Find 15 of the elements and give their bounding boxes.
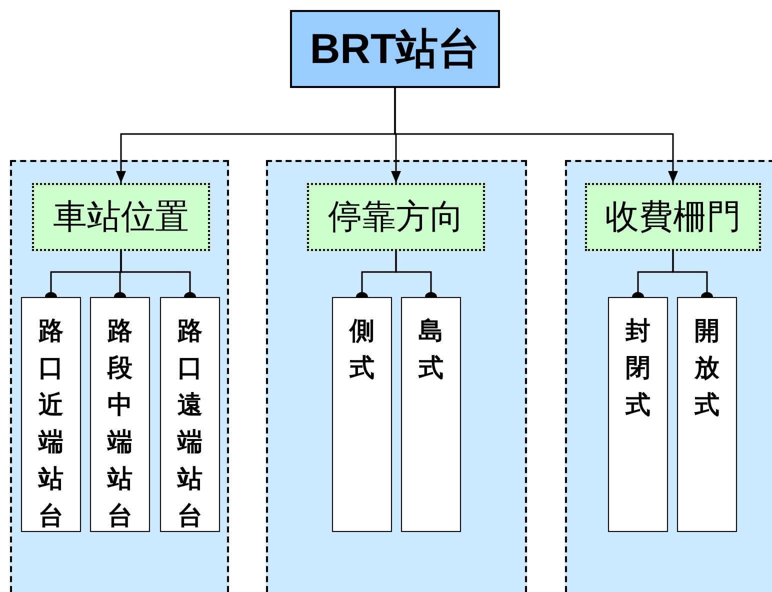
item-box: 側式 — [332, 297, 392, 532]
item-box: 開放式 — [677, 297, 737, 532]
item-box: 路口近端站台 — [21, 297, 81, 532]
category-box: 收費柵門 — [585, 183, 761, 251]
item-box: 路口遠端站台 — [160, 297, 220, 532]
category-box: 車站位置 — [32, 183, 210, 251]
item-box: 封閉式 — [608, 297, 668, 532]
group-panel — [10, 160, 229, 592]
item-box: 島式 — [401, 297, 461, 532]
group-panel — [266, 160, 527, 592]
arrow — [394, 88, 678, 183]
category-box: 停靠方向 — [307, 183, 485, 251]
root-box: BRT站台 — [290, 10, 500, 88]
group-panel — [565, 160, 772, 592]
item-box: 路段中端站台 — [90, 297, 150, 532]
